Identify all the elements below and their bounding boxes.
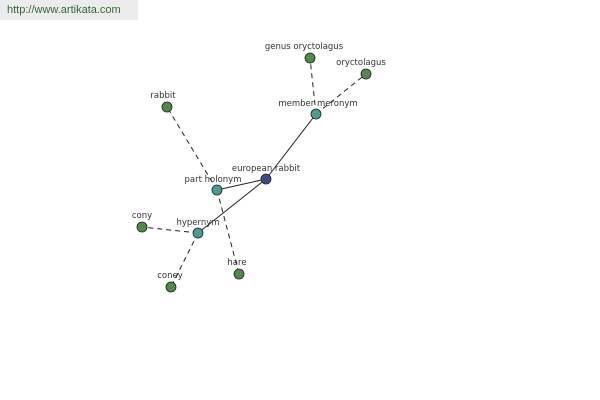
- site-url-banner[interactable]: http://www.artikata.com: [0, 0, 138, 20]
- label-european-rabbit[interactable]: european rabbit: [232, 164, 301, 174]
- edge-european-rabbit-to-hypernym: [197, 178, 267, 234]
- label-hypernym[interactable]: hypernym: [176, 218, 219, 228]
- edge-part-holonym-to-rabbit: [166, 106, 218, 191]
- label-member-meronym[interactable]: member meronym: [278, 99, 357, 109]
- node-european-rabbit[interactable]: [260, 173, 272, 185]
- node-rabbit[interactable]: [161, 101, 173, 113]
- edge-part-holonym-to-hare: [216, 189, 240, 275]
- label-rabbit[interactable]: rabbit: [150, 91, 176, 101]
- node-hypernym[interactable]: [192, 227, 204, 239]
- node-genus-oryctolagus[interactable]: [304, 52, 316, 64]
- edge-european-rabbit-to-member-meronym: [265, 113, 317, 180]
- nodes-layer: [136, 52, 372, 293]
- edge-european-rabbit-to-part-holonym: [216, 178, 267, 191]
- edge-member-meronym-to-oryctolagus: [315, 73, 367, 115]
- edge-hypernym-to-cony: [141, 226, 199, 234]
- label-hare[interactable]: hare: [227, 258, 246, 268]
- label-oryctolagus[interactable]: oryctolagus: [336, 58, 386, 68]
- edge-hypernym-to-coney: [170, 232, 199, 288]
- label-cony[interactable]: cony: [132, 211, 152, 221]
- label-genus-oryctolagus[interactable]: genus oryctolagus: [265, 42, 344, 52]
- edges-layer: [141, 57, 367, 288]
- node-hare[interactable]: [233, 268, 245, 280]
- label-coney[interactable]: coney: [157, 271, 183, 281]
- node-coney[interactable]: [165, 281, 177, 293]
- node-oryctolagus[interactable]: [360, 68, 372, 80]
- node-cony[interactable]: [136, 221, 148, 233]
- labels-layer: european rabbit member meronym part holony…: [132, 42, 387, 281]
- node-part-holonym[interactable]: [211, 184, 223, 196]
- label-part-holonym[interactable]: part holonym: [185, 175, 242, 185]
- edge-member-meronym-to-genus-oryctolagus: [309, 57, 317, 115]
- node-member-meronym[interactable]: [310, 108, 322, 120]
